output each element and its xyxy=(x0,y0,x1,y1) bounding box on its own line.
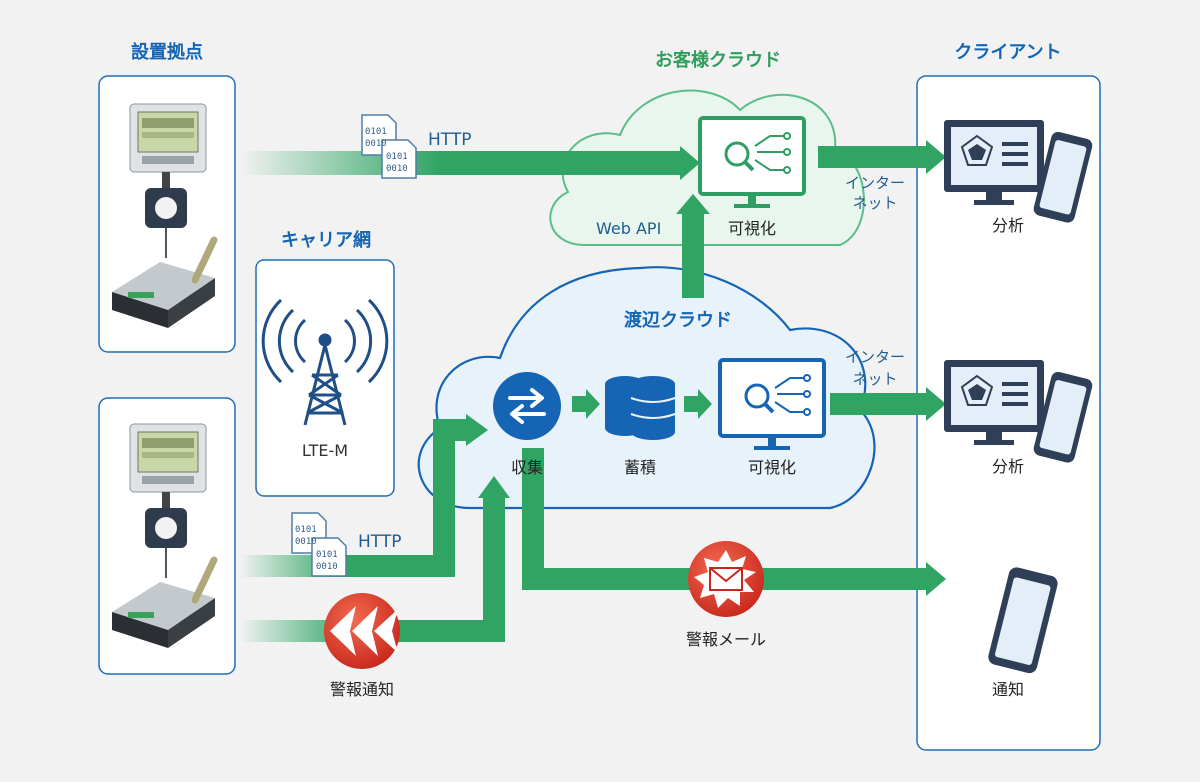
database-icon xyxy=(605,376,676,440)
power-meter-icon xyxy=(129,423,207,493)
http-label-top: HTTP xyxy=(428,130,472,150)
binary-file-icon xyxy=(361,114,417,179)
arrow-collect-store xyxy=(572,396,590,412)
binary-text: 0010 xyxy=(316,562,338,572)
internet-mid-line1: インター xyxy=(844,348,906,366)
data-logger-icon xyxy=(112,236,218,328)
watanabe-cloud-heading: 渡辺クラウド xyxy=(624,310,732,331)
monitor-chart-icon xyxy=(944,120,1044,205)
internet-mid-line2: ネット xyxy=(852,370,898,388)
client-heading: クライアント xyxy=(954,42,1062,63)
arrow-head xyxy=(698,389,712,419)
power-meter-icon xyxy=(129,103,207,173)
binary-text: 0101 xyxy=(295,525,317,535)
arrow-to-client-top xyxy=(818,146,930,168)
arrow-mail-path xyxy=(522,448,930,590)
carrier-panel xyxy=(255,259,395,497)
arrow-api-up xyxy=(682,210,704,298)
arrow-store-visualize xyxy=(684,396,702,412)
alarm-mail-label: 警報メール xyxy=(685,630,767,649)
data-logger-icon xyxy=(112,556,218,648)
analysis-top-label: 分析 xyxy=(991,216,1025,235)
arrow-head xyxy=(926,387,946,421)
visualize-customer-label: 可視化 xyxy=(727,219,777,238)
alarm-notify-label: 警報通知 xyxy=(329,680,395,699)
binary-text: 0101 xyxy=(365,127,387,137)
collect-label: 収集 xyxy=(510,458,544,477)
smartphone-icon xyxy=(1033,131,1093,223)
binary-text: 0101 xyxy=(386,152,408,162)
arrow-head xyxy=(926,140,946,174)
monitor-analytics-icon xyxy=(698,116,806,208)
site-heading: 設置拠点 xyxy=(131,42,203,63)
cell-tower-icon xyxy=(261,298,389,426)
carrier-heading: キャリア網 xyxy=(281,230,371,251)
current-sensor-icon xyxy=(145,172,187,258)
notify-client-label: 通知 xyxy=(991,680,1025,699)
monitor-analytics-icon xyxy=(718,358,826,450)
current-sensor-icon xyxy=(145,492,187,578)
alarm-siren-icon xyxy=(324,593,400,669)
binary-text: 0010 xyxy=(295,537,317,547)
lte-label: LTE-M xyxy=(301,441,349,460)
binary-text: 0010 xyxy=(365,139,387,149)
smartphone-icon xyxy=(1033,371,1093,463)
customer-cloud-heading: お客様クラウド xyxy=(655,50,781,71)
web-api-label: Web API xyxy=(596,219,662,238)
internet-top-line2: ネット xyxy=(852,194,898,212)
monitor-chart-icon xyxy=(944,360,1044,445)
arrow-to-client-mid xyxy=(830,393,930,415)
arrow-head xyxy=(478,476,510,498)
http-label-bottom: HTTP xyxy=(358,532,402,552)
mail-alert-icon xyxy=(688,541,764,617)
internet-top-line1: インター xyxy=(844,174,906,192)
arrow-site-to-customer xyxy=(240,151,685,175)
smartphone-icon xyxy=(988,567,1058,674)
store-label: 蓄積 xyxy=(623,458,657,477)
arrow-head xyxy=(466,414,488,446)
analysis-mid-label: 分析 xyxy=(991,457,1025,476)
visualize-watanabe-label: 可視化 xyxy=(747,458,797,477)
arrow-head xyxy=(586,389,600,419)
exchange-icon xyxy=(493,372,561,440)
arrow-head xyxy=(676,194,710,214)
arrow-head xyxy=(926,562,946,596)
binary-text: 0101 xyxy=(316,550,338,560)
binary-file-icon xyxy=(291,512,347,577)
arrow-head xyxy=(680,146,700,180)
binary-text: 0010 xyxy=(386,164,408,174)
